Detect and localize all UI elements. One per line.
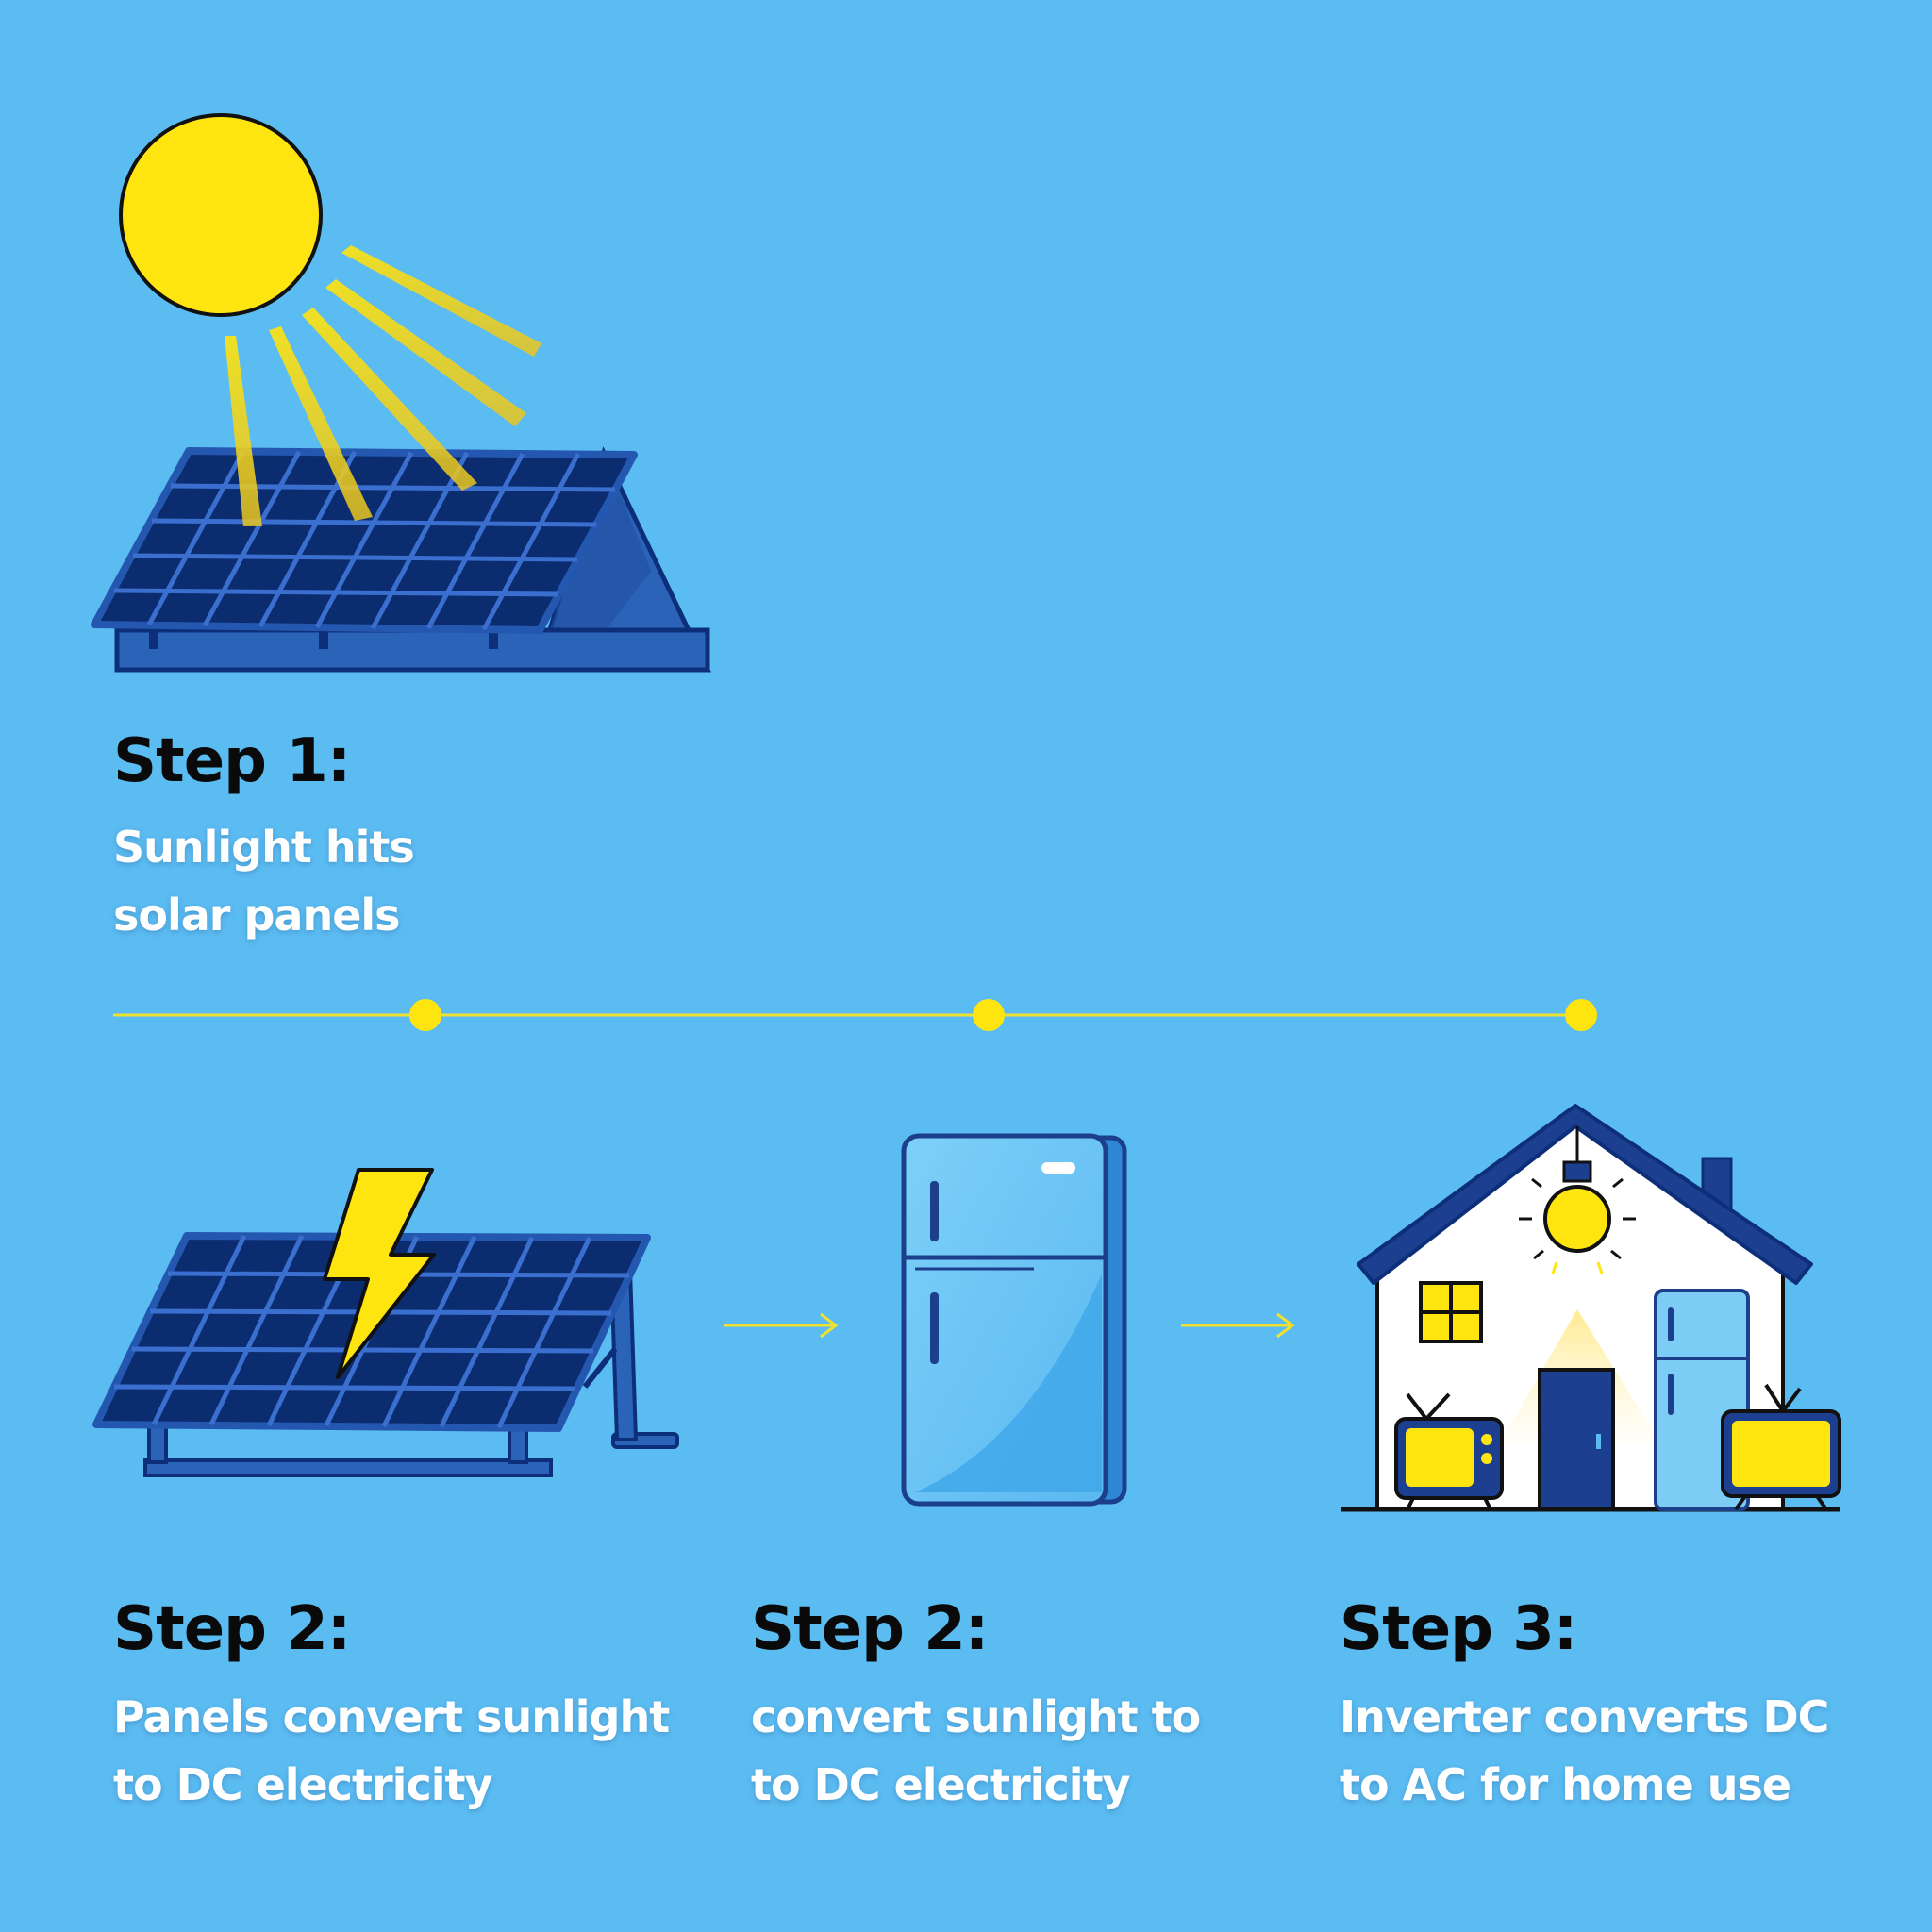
step-3-block: Step 3: Inverter converts DC to AC for h… (1340, 1594, 1829, 1819)
step-2b-block: Step 2: convert sunlight to to DC electr… (751, 1594, 1201, 1819)
door-icon (1538, 1368, 1615, 1511)
step-2b-line-2: to DC electricity (751, 1759, 1130, 1810)
timeline-node-3 (1565, 999, 1597, 1031)
rooftop-solar-panel-icon (91, 447, 638, 634)
step-3-line-1: Inverter converts DC (1340, 1691, 1829, 1742)
step-1-description: Sunlight hits solar panels (113, 813, 415, 949)
timeline-node-2 (973, 999, 1005, 1031)
television-icon (1721, 1383, 1841, 1511)
house-appliances-illustration (1341, 1104, 1841, 1512)
arrow-right-icon (724, 1312, 839, 1339)
step-2-line-2: to DC electricity (113, 1759, 492, 1810)
step-1-block: Step 1: Sunlight hits solar panels (113, 726, 415, 949)
step-2-description: Panels convert sunlight to DC electricit… (113, 1683, 670, 1819)
step-3-description: Inverter converts DC to AC for home use (1340, 1683, 1829, 1819)
window-icon (1419, 1281, 1483, 1343)
step-1-line-1: Sunlight hits (113, 822, 415, 873)
sun-rays (225, 245, 541, 526)
step-3-heading: Step 3: (1340, 1594, 1577, 1664)
step-2-block: Step 2: Panels convert sunlight to DC el… (113, 1594, 670, 1819)
television-icon (1394, 1392, 1504, 1510)
timeline-node-1 (409, 999, 441, 1031)
step-2b-description: convert sunlight to to DC electricity (751, 1683, 1201, 1819)
step-2b-heading: Step 2: (751, 1594, 989, 1664)
step-2-heading: Step 2: (113, 1594, 351, 1664)
lightning-bolt-icon (323, 1168, 436, 1379)
step-2b-line-1: convert sunlight to (751, 1691, 1201, 1742)
step-1-heading: Step 1: (113, 726, 351, 796)
step-2-line-1: Panels convert sunlight (113, 1691, 670, 1742)
arrow-right-icon (1181, 1312, 1295, 1339)
refrigerator-icon (901, 1133, 1127, 1507)
refrigerator-illustration (901, 1133, 1127, 1507)
sun-icon (119, 113, 323, 317)
step-1-line-2: solar panels (113, 890, 401, 941)
sun-and-rooftop-solar-panel-illustration (91, 113, 711, 673)
timeline (113, 999, 1597, 1031)
light-bulb-icon (1519, 1126, 1636, 1274)
solar-panel-lightning-illustration (92, 1168, 679, 1477)
step-3-line-2: to AC for home use (1340, 1759, 1791, 1810)
